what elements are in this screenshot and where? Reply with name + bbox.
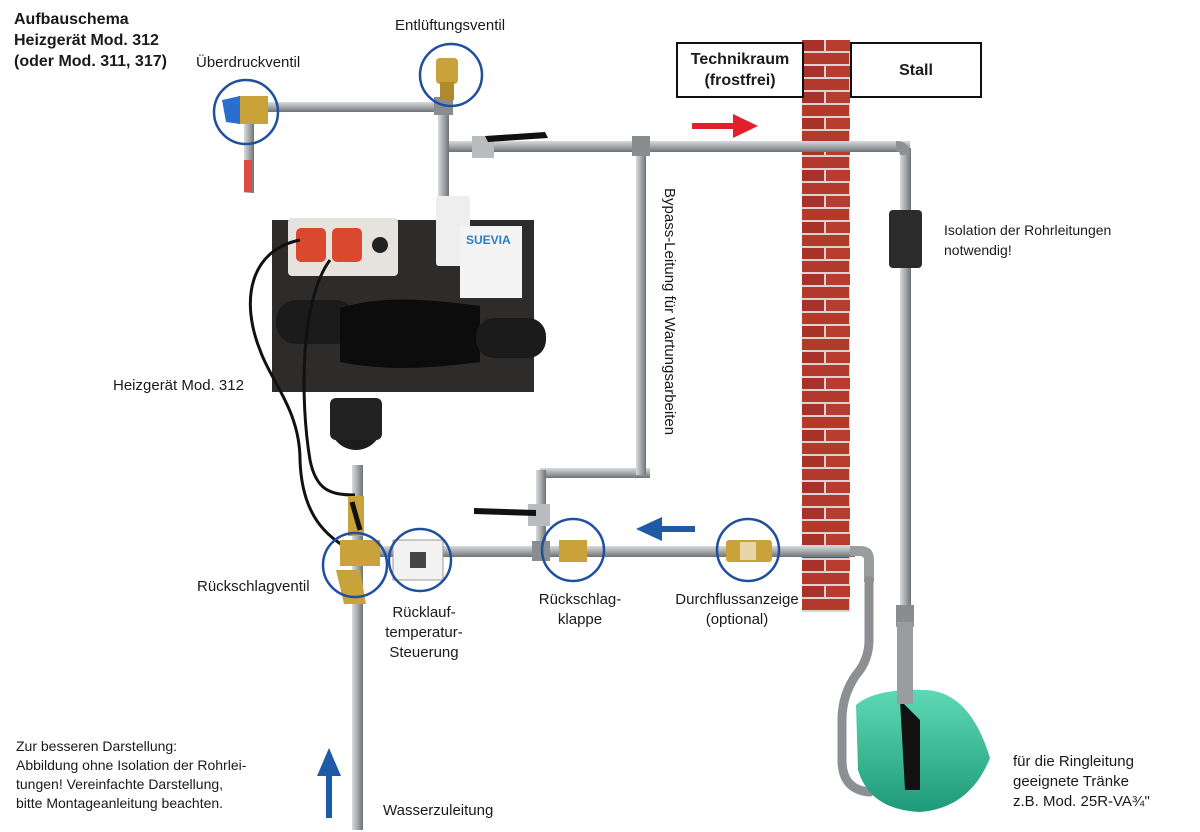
- room-stall: Stall: [850, 42, 982, 98]
- note-line-3: tungen! Vereinfachte Darstellung,: [16, 776, 224, 792]
- flow-arrow-supply: [317, 748, 341, 818]
- highlight-vent-valve: [418, 42, 484, 108]
- traenke-line-2: geeignete Tränke: [1013, 773, 1129, 790]
- traenke-line-3: z.B. Mod. 25R-VA¾": [1013, 793, 1150, 810]
- highlight-check-flap: [540, 517, 606, 583]
- shutoff-valve-bypass: [474, 504, 550, 526]
- title-line-1: Aufbauschema: [14, 11, 129, 28]
- room-left-line-1: Technikraum: [690, 51, 790, 68]
- room-right-label: Stall: [899, 61, 933, 79]
- label-rueckschlagklappe: Rückschlag- klappe: [530, 590, 630, 630]
- highlight-check-valve: [321, 531, 389, 599]
- highlight-overpressure-valve: [212, 78, 280, 146]
- rueckschlagklappe-line-2: klappe: [557, 611, 603, 628]
- title-line-2: Heizgerät Mod. 312: [14, 32, 159, 49]
- room-left-line-2: (frostfrei): [704, 72, 776, 89]
- brick-wall: [802, 40, 850, 612]
- traenke-line-1: für die Ringleitung: [1013, 753, 1134, 770]
- durchfluss-line-1: Durchflussanzeige: [675, 591, 799, 608]
- vent-valve: [436, 58, 458, 100]
- diagram-title: Aufbauschema Heizgerät Mod. 312 (oder Mo…: [14, 9, 167, 72]
- ruecklauf-line-3: Steuerung: [389, 644, 459, 661]
- title-line-3: (oder Mod. 311, 317): [14, 53, 167, 70]
- highlight-return-temperature: [387, 527, 453, 593]
- insulation-sleeve: [889, 210, 922, 268]
- ruecklauf-line-1: Rücklauf-: [392, 604, 456, 621]
- label-entlueftungsventil: Entlüftungsventil: [395, 17, 506, 34]
- durchfluss-line-2: (optional): [705, 611, 769, 628]
- highlight-circles: [212, 42, 781, 599]
- highlight-flow-indicator: [715, 517, 781, 583]
- label-traenke: für die Ringleitung geeignete Tränke z.B…: [1013, 752, 1150, 812]
- heater-device: [248, 196, 546, 557]
- overpressure-valve: [222, 96, 268, 192]
- label-bypass: Bypass-Leitung für Wartungsarbeiten: [661, 188, 678, 436]
- label-durchflussanzeige: Durchflussanzeige (optional): [662, 590, 812, 630]
- check-flap: [559, 540, 587, 562]
- label-wasserzuleitung: Wasserzuleitung: [383, 802, 494, 819]
- shutoff-valve-top: [472, 132, 548, 158]
- ruecklauf-line-2: temperatur-: [385, 624, 463, 641]
- note-line-4: bitte Montageanleitung beachten.: [16, 795, 224, 811]
- rueckschlagklappe-line-1: Rückschlag-: [538, 591, 622, 608]
- label-heizgeraet: Heizgerät Mod. 312: [113, 377, 244, 394]
- isolation-line-1: Isolation der Rohrleitungen: [944, 222, 1112, 238]
- device-brand: SUEVIA: [466, 233, 511, 247]
- note-line-2: Abbildung ohne Isolation der Rohrlei-: [16, 757, 247, 773]
- flow-arrow-out: [692, 114, 758, 138]
- note-text: Zur besseren Darstellung: Abbildung ohne…: [16, 737, 246, 813]
- room-technikraum: Technikraum (frostfrei): [676, 42, 804, 98]
- label-rueckschlagventil: Rückschlagventil: [197, 578, 310, 595]
- isolation-line-2: notwendig!: [944, 242, 1012, 258]
- label-ruecklauf: Rücklauf- temperatur- Steuerung: [376, 603, 472, 663]
- label-ueberdruckventil: Überdruckventil: [196, 54, 301, 71]
- drinking-trough: [856, 622, 990, 812]
- flow-arrow-return: [636, 517, 695, 541]
- label-isolation: Isolation der Rohrleitungen notwendig!: [944, 220, 1111, 260]
- check-valve: [336, 496, 380, 604]
- note-line-1: Zur besseren Darstellung:: [16, 738, 178, 754]
